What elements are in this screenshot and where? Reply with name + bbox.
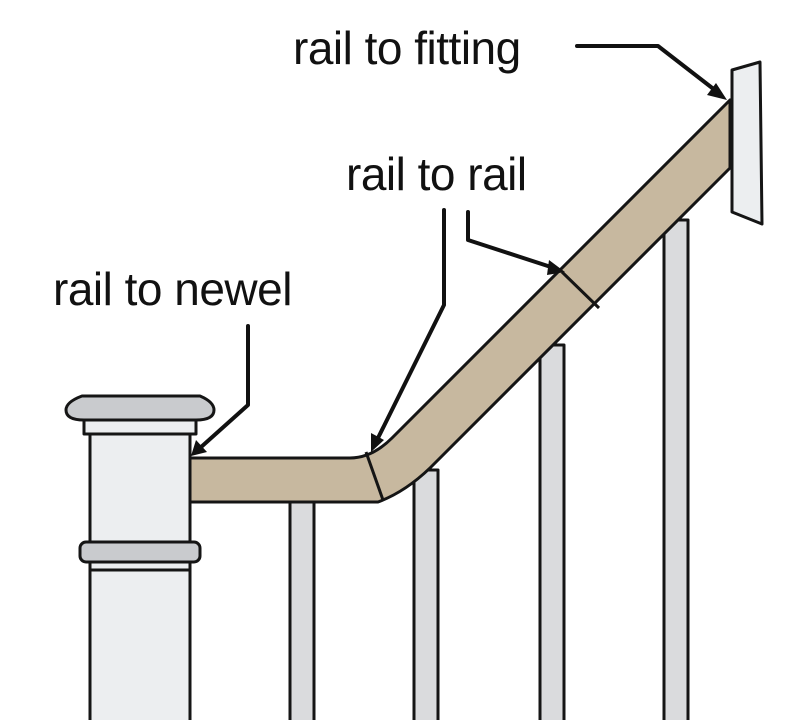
newel-lower-ring	[78, 540, 202, 564]
label-rail-to-rail: rail to rail	[346, 148, 527, 200]
leader-fitting	[575, 44, 722, 96]
rail-joint-line	[364, 451, 385, 501]
wall-fitting	[730, 60, 764, 226]
newel-cap	[64, 394, 216, 422]
baluster	[288, 498, 316, 720]
arrowhead-icon	[191, 440, 207, 456]
balusters	[288, 218, 690, 720]
leader-lines	[198, 44, 722, 450]
arrowhead-icon	[547, 260, 565, 275]
newel-post	[64, 394, 216, 720]
baluster	[538, 343, 566, 720]
arrowhead-icon	[707, 83, 727, 100]
handrail	[188, 98, 732, 504]
leader-rail-to-rail-a	[375, 208, 446, 442]
rail-joint-line	[560, 270, 601, 310]
label-rail-to-newel: rail to newel	[53, 263, 292, 315]
newel-shaft	[88, 428, 192, 720]
baluster	[412, 468, 440, 720]
leader-newel	[198, 324, 250, 450]
label-rail-to-fitting: rail to fitting	[293, 22, 521, 74]
arrowheads	[191, 83, 727, 456]
baluster	[662, 218, 690, 720]
leader-rail-to-rail-b	[466, 210, 556, 270]
newel-lower-band	[88, 560, 192, 572]
arrowhead-icon	[371, 433, 384, 452]
